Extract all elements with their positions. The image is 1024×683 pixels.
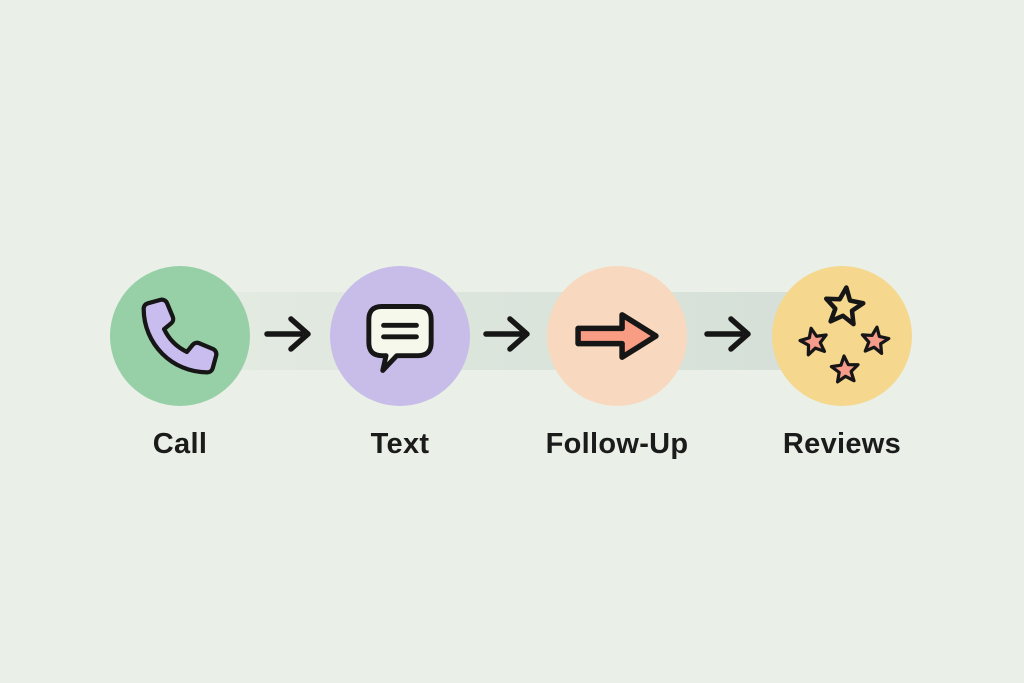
arrow-right-icon — [575, 312, 659, 360]
step-label-call: Call — [152, 428, 208, 460]
stars-icon — [796, 266, 892, 384]
step-circle-call — [110, 266, 250, 406]
flow-arrow-icon — [483, 316, 530, 352]
flow-arrow-icon — [704, 316, 751, 352]
step-circle-followup — [547, 266, 687, 406]
step-label-reviews: Reviews — [782, 428, 902, 460]
phone-icon — [141, 297, 219, 375]
step-label-text: Text — [370, 428, 430, 460]
chat-bubble-icon — [366, 304, 434, 373]
step-circle-reviews — [772, 266, 912, 406]
step-label-followup: Follow-Up — [545, 428, 689, 460]
flow-arrow-icon — [264, 316, 311, 352]
step-circle-text — [330, 266, 470, 406]
connector-band — [180, 292, 842, 370]
